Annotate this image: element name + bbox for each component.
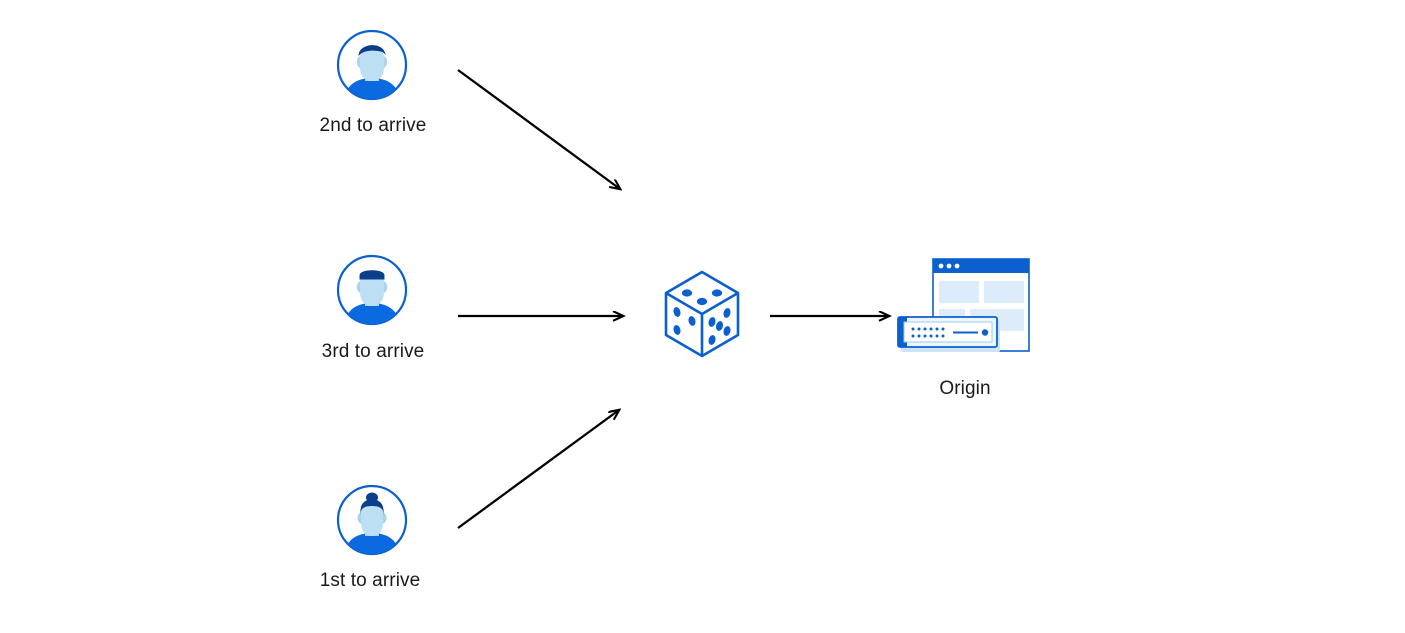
- node-label-client-3rd: 3rd to arrive: [321, 341, 425, 362]
- user-avatar-icon: [334, 27, 410, 103]
- node-label-client-2nd: 2nd to arrive: [319, 115, 427, 136]
- origin-server-icon: [893, 257, 1038, 362]
- arrow-1st-to-dice: [457, 410, 619, 529]
- user-avatar-icon: [334, 482, 410, 558]
- node-label-origin: Origin: [939, 378, 991, 399]
- browser-window: [932, 258, 1030, 352]
- user-avatar-icon: [334, 252, 410, 328]
- dice-icon: [658, 266, 746, 362]
- network-device: [897, 316, 1000, 352]
- node-label-client-1st: 1st to arrive: [319, 570, 421, 591]
